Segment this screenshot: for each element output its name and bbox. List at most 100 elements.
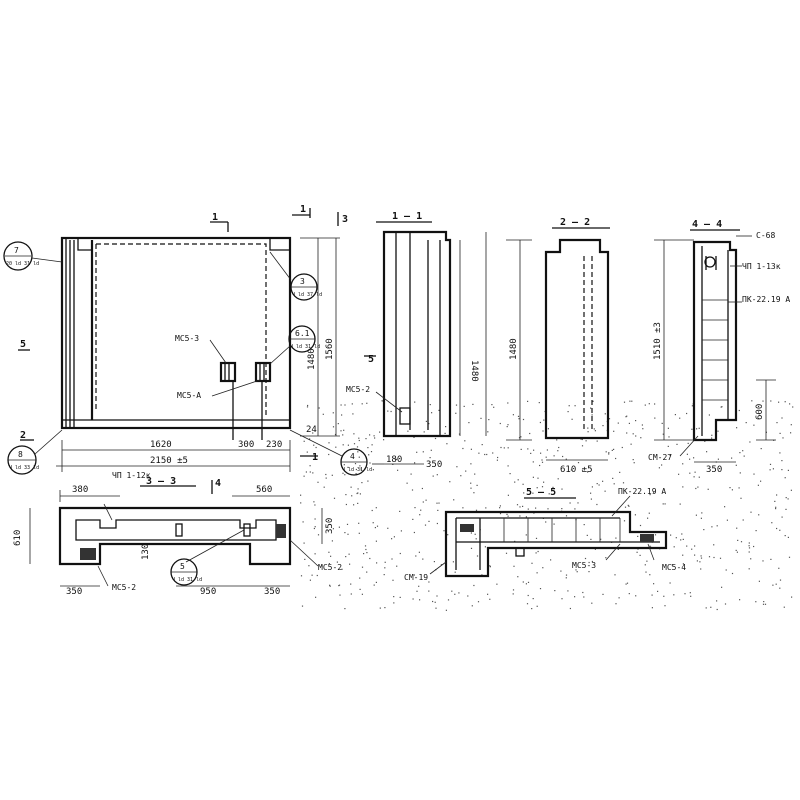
noise-speck — [689, 458, 691, 460]
noise-speck — [436, 522, 438, 525]
noise-speck — [545, 456, 547, 458]
noise-speck — [350, 486, 352, 488]
section-mark-5-left: 5 — [20, 339, 26, 350]
noise-speck — [724, 506, 726, 508]
noise-speck — [418, 585, 420, 587]
noise-speck — [486, 453, 488, 456]
noise-speck — [769, 469, 771, 471]
noise-speck — [420, 509, 422, 511]
noise-speck — [474, 533, 476, 535]
noise-speck — [308, 565, 310, 567]
noise-speck — [751, 400, 753, 402]
noise-speck — [605, 557, 607, 559]
noise-speck — [553, 455, 555, 457]
noise-speck — [340, 404, 342, 406]
label-mc5-2-s11: МС5-2 — [346, 385, 370, 394]
noise-speck — [781, 460, 783, 462]
noise-speck — [608, 418, 611, 420]
noise-speck — [540, 452, 542, 454]
dim-600: 600 — [755, 404, 765, 420]
noise-speck — [648, 512, 650, 514]
noise-speck — [527, 400, 529, 402]
noise-speck — [591, 414, 593, 416]
noise-speck — [493, 406, 495, 408]
noise-speck — [300, 494, 302, 496]
noise-speck — [649, 545, 651, 547]
noise-speck — [316, 574, 318, 577]
noise-speck — [693, 457, 695, 459]
noise-speck — [713, 544, 715, 546]
callout-8-number: 8 — [18, 450, 23, 459]
noise-speck — [302, 521, 304, 523]
noise-speck — [770, 400, 772, 402]
noise-speck — [604, 413, 606, 415]
noise-speck — [537, 477, 539, 479]
noise-speck — [612, 477, 614, 479]
noise-speck — [376, 525, 379, 527]
noise-speck — [313, 527, 315, 530]
noise-speck — [375, 507, 377, 509]
noise-speck — [613, 430, 615, 432]
dim-24: 24 — [306, 425, 317, 435]
noise-speck — [331, 540, 333, 542]
noise-speck — [313, 501, 315, 503]
noise-speck — [305, 471, 307, 473]
noise-speck — [526, 603, 529, 605]
noise-speck — [543, 419, 545, 421]
noise-speck — [368, 454, 370, 456]
noise-speck — [533, 449, 535, 451]
noise-speck — [532, 461, 534, 463]
noise-speck — [332, 426, 335, 428]
noise-speck — [438, 502, 440, 504]
noise-speck — [379, 431, 381, 433]
noise-speck — [424, 524, 427, 526]
noise-speck — [447, 534, 449, 536]
noise-speck — [422, 501, 424, 503]
noise-speck — [467, 595, 469, 597]
noise-speck — [586, 534, 588, 536]
noise-speck — [330, 555, 332, 557]
noise-speck — [648, 403, 650, 405]
noise-speck — [679, 503, 681, 505]
noise-speck — [399, 510, 401, 512]
callout-5-number: 5 — [180, 562, 185, 571]
noise-speck — [739, 452, 741, 454]
noise-speck — [716, 525, 718, 527]
noise-speck — [537, 550, 539, 553]
noise-speck — [455, 412, 457, 414]
noise-speck — [700, 568, 702, 570]
noise-speck — [484, 546, 486, 548]
noise-speck — [400, 530, 402, 532]
noise-speck — [393, 536, 395, 538]
noise-speck — [413, 436, 415, 438]
noise-speck — [631, 400, 633, 402]
noise-speck — [561, 488, 563, 490]
noise-speck — [588, 571, 590, 573]
noise-speck — [750, 511, 752, 513]
noise-speck — [390, 410, 392, 413]
noise-speck — [541, 461, 544, 463]
noise-speck — [357, 492, 359, 494]
noise-speck — [590, 498, 592, 500]
noise-speck — [517, 479, 519, 481]
noise-speck — [758, 580, 760, 582]
noise-speck — [353, 433, 355, 435]
noise-speck — [507, 424, 509, 426]
dim-1480-s22: 1480 — [509, 338, 519, 360]
noise-speck — [432, 600, 434, 603]
dim-380: 380 — [72, 485, 88, 495]
noise-speck — [653, 491, 655, 493]
noise-speck — [779, 452, 781, 454]
noise-speck — [653, 583, 655, 585]
noise-speck — [789, 403, 791, 405]
noise-speck — [517, 576, 519, 578]
dim-300: 300 — [238, 440, 254, 450]
noise-speck — [422, 451, 424, 453]
noise-speck — [596, 440, 598, 442]
noise-speck — [758, 514, 760, 516]
noise-speck — [749, 441, 751, 443]
noise-speck — [356, 446, 359, 448]
noise-speck — [696, 560, 698, 562]
noise-speck — [668, 436, 670, 438]
noise-speck — [779, 432, 781, 434]
